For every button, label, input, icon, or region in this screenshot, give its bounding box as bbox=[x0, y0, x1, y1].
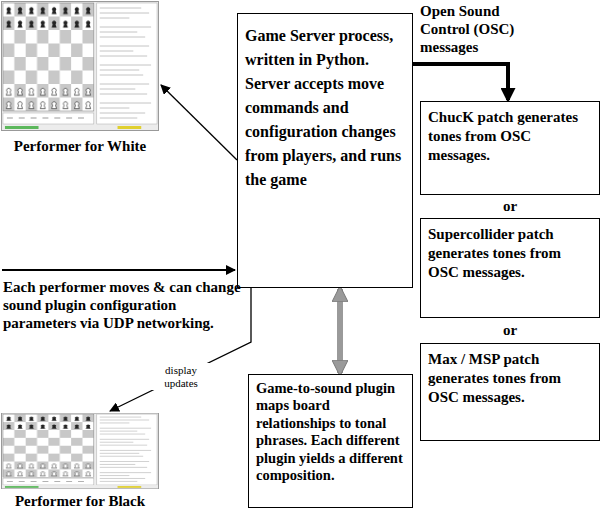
edge-label: Open Sound Control (OSC) messages bbox=[420, 2, 545, 56]
connector bbox=[161, 85, 237, 160]
or-label: or bbox=[470, 197, 550, 215]
connector bbox=[413, 64, 508, 100]
performer-screen: Performer for Black bbox=[0, 412, 160, 512]
edge-label: display updates bbox=[150, 363, 212, 390]
synth-box: Max / MSP patch generates tones from OSC… bbox=[420, 343, 600, 441]
node-text: Performer for Black bbox=[0, 492, 160, 510]
node-text: Game-to-sound plugin maps board relation… bbox=[256, 380, 405, 484]
plugin-box: Game-to-sound plugin maps board relation… bbox=[248, 374, 413, 508]
chess-screenshot bbox=[1, 1, 159, 131]
synth-box: ChucK patch generates tones from OSC mes… bbox=[420, 101, 600, 195]
node-text: Max / MSP patch generates tones from OSC… bbox=[428, 350, 592, 406]
node-text: Performer for White bbox=[0, 137, 160, 155]
connector bbox=[337, 289, 343, 373]
note-text: Each performer moves & can change sound … bbox=[3, 278, 249, 332]
synth-box: Supercollider patch generates tones from… bbox=[420, 218, 600, 318]
node-text: Game Server process, written in Python. … bbox=[245, 24, 405, 192]
performer-screen: Performer for White bbox=[0, 0, 160, 166]
node-text: Supercollider patch generates tones from… bbox=[428, 225, 592, 281]
chess-screenshot bbox=[1, 413, 159, 489]
server-box: Game Server process, written in Python. … bbox=[237, 13, 413, 288]
input-arrow bbox=[2, 269, 235, 271]
node-text: ChucK patch generates tones from OSC mes… bbox=[428, 108, 592, 164]
or-label: or bbox=[470, 321, 550, 339]
